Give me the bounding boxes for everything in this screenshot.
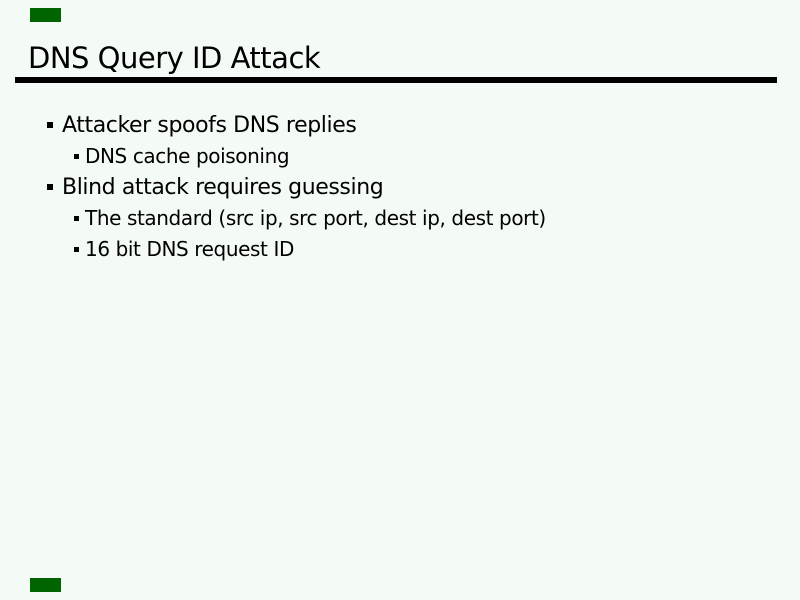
list-item: DNS cache poisoning (0, 141, 790, 172)
bullet-square-icon (47, 184, 53, 190)
bullet-text: The standard (src ip, src port, dest ip,… (85, 206, 546, 230)
bullet-text: Blind attack requires guessing (62, 175, 384, 200)
bullet-square-icon (47, 122, 53, 128)
title-underline (15, 77, 777, 83)
bullet-text: DNS cache poisoning (85, 144, 290, 168)
bullet-square-icon (74, 154, 79, 159)
list-item: The standard (src ip, src port, dest ip,… (0, 203, 790, 234)
list-item: 16 bit DNS request ID (0, 234, 790, 265)
bullet-text: 16 bit DNS request ID (85, 237, 294, 261)
list-item: Attacker spoofs DNS replies (0, 110, 790, 141)
bullet-square-icon (74, 247, 79, 252)
bullet-text: Attacker spoofs DNS replies (62, 113, 357, 138)
corner-marker-bottom (30, 578, 61, 592)
bullet-square-icon (74, 216, 79, 221)
list-item: Blind attack requires guessing (0, 172, 790, 203)
corner-marker-top (30, 8, 61, 22)
page-title: DNS Query ID Attack (28, 41, 321, 75)
